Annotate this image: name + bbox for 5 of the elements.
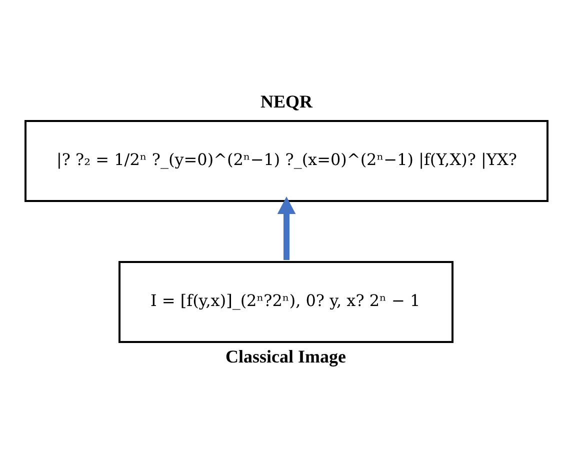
arrow: [277, 196, 296, 260]
node-label: NEQR: [260, 90, 313, 111]
node-label: Classical Image: [226, 346, 346, 366]
node-box: I = [f(y,x)]_(2ⁿ?2ⁿ), 0? y, x? 2ⁿ − 1: [118, 260, 454, 342]
node-box: |? ?₂ = 1/2ⁿ ?_(y=0)^(2ⁿ−1) ?_(x=0)^(2ⁿ−1) |f(Y,X)? |YX?: [24, 120, 548, 202]
